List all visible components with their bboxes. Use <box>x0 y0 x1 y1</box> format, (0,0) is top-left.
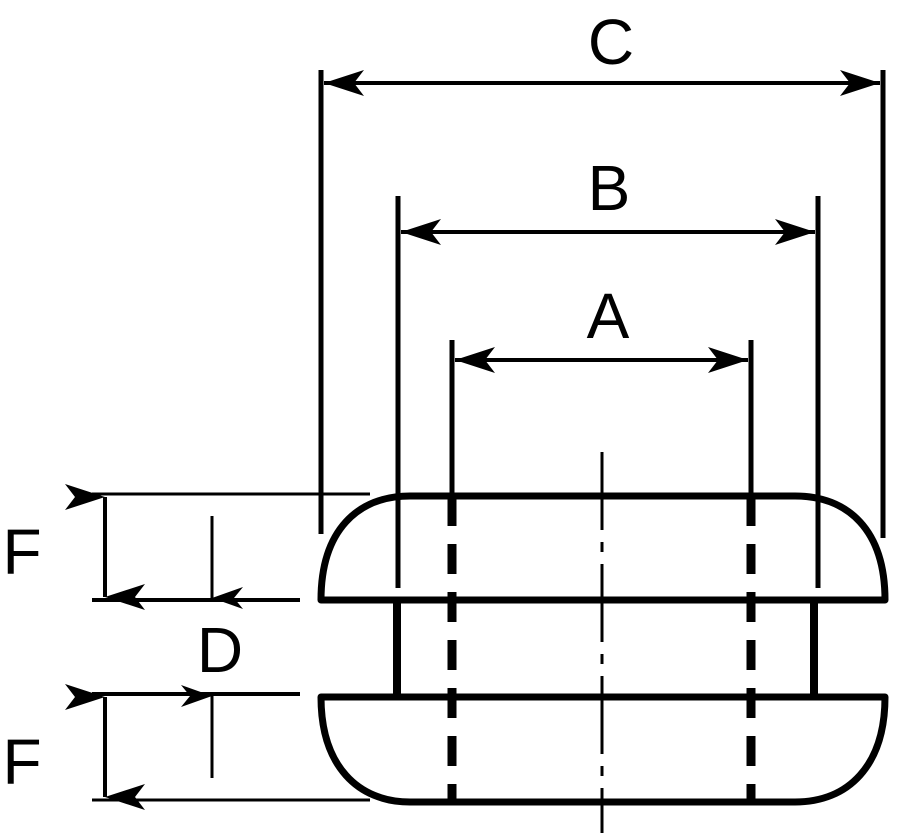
dimension-labels: C B A D F F <box>2 6 634 798</box>
label-a: A <box>587 280 630 352</box>
horizontal-dimensions <box>324 70 880 373</box>
top-flange <box>317 492 889 604</box>
label-c: C <box>588 6 634 78</box>
grommet-profile <box>317 492 889 806</box>
label-b: B <box>588 152 631 224</box>
label-f-top: F <box>2 516 41 588</box>
label-f-bottom: F <box>2 726 41 798</box>
extension-lines <box>318 70 886 588</box>
hidden-bore-lines <box>447 496 756 802</box>
bottom-flange <box>317 693 889 806</box>
label-d: D <box>197 614 243 686</box>
